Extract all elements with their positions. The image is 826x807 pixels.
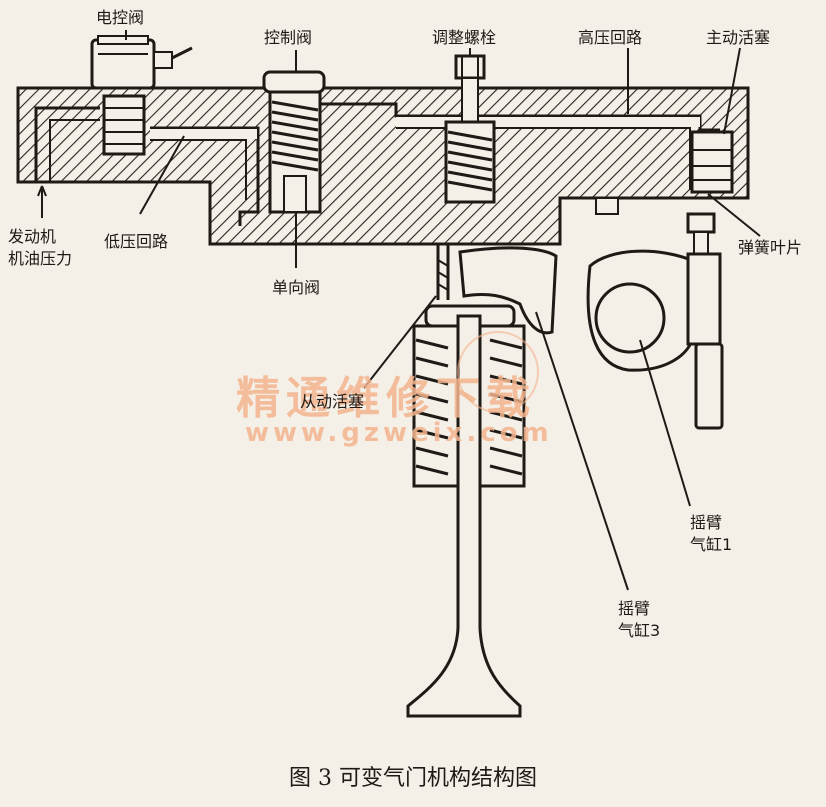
solenoid-valve <box>90 35 193 156</box>
control-valve <box>262 70 326 214</box>
watermark-url: www.gzweix.com <box>245 418 553 448</box>
label-rocker-arm-cyl1: 摇臂 气缸1 <box>690 513 733 554</box>
low-pressure-channel-fill <box>150 129 257 139</box>
label-high-pressure-circuit: 高压回路 <box>578 28 643 47</box>
watermark-circle <box>457 331 539 413</box>
high-pressure-channel <box>316 102 720 132</box>
adjusting-bolt <box>444 54 496 204</box>
low-pressure-channel <box>34 106 260 226</box>
label-control-valve: 控制阀 <box>264 28 313 47</box>
label-check-valve: 单向阀 <box>272 278 321 297</box>
label-low-pressure-circuit: 低压回路 <box>104 232 169 251</box>
label-master-piston: 主动活塞 <box>706 28 771 47</box>
label-adjusting-bolt: 调整螺栓 <box>432 28 497 47</box>
label-spring-leaf: 弹簧叶片 <box>738 238 803 257</box>
label-solenoid-valve: 电控阀 <box>96 8 145 27</box>
high-pressure-channel-fill <box>396 117 700 127</box>
leader-lines <box>37 30 761 591</box>
valve-stem <box>406 314 522 718</box>
label-rocker-arm-cyl3: 摇臂 气缸3 <box>618 599 661 640</box>
rocker-arm-cylinder-1 <box>586 212 724 430</box>
label-engine-oil-pressure: 发动机 机油压力 <box>8 227 73 268</box>
slave-piston <box>436 244 450 300</box>
rocker-arm-cylinder-3 <box>458 246 558 335</box>
label-slave-piston: 从动活塞 <box>300 392 365 411</box>
watermark-name: 精通维修下载 <box>236 373 536 424</box>
figure-caption: 图 3 可变气门机构结构图 <box>289 766 537 791</box>
master-piston <box>595 130 734 215</box>
